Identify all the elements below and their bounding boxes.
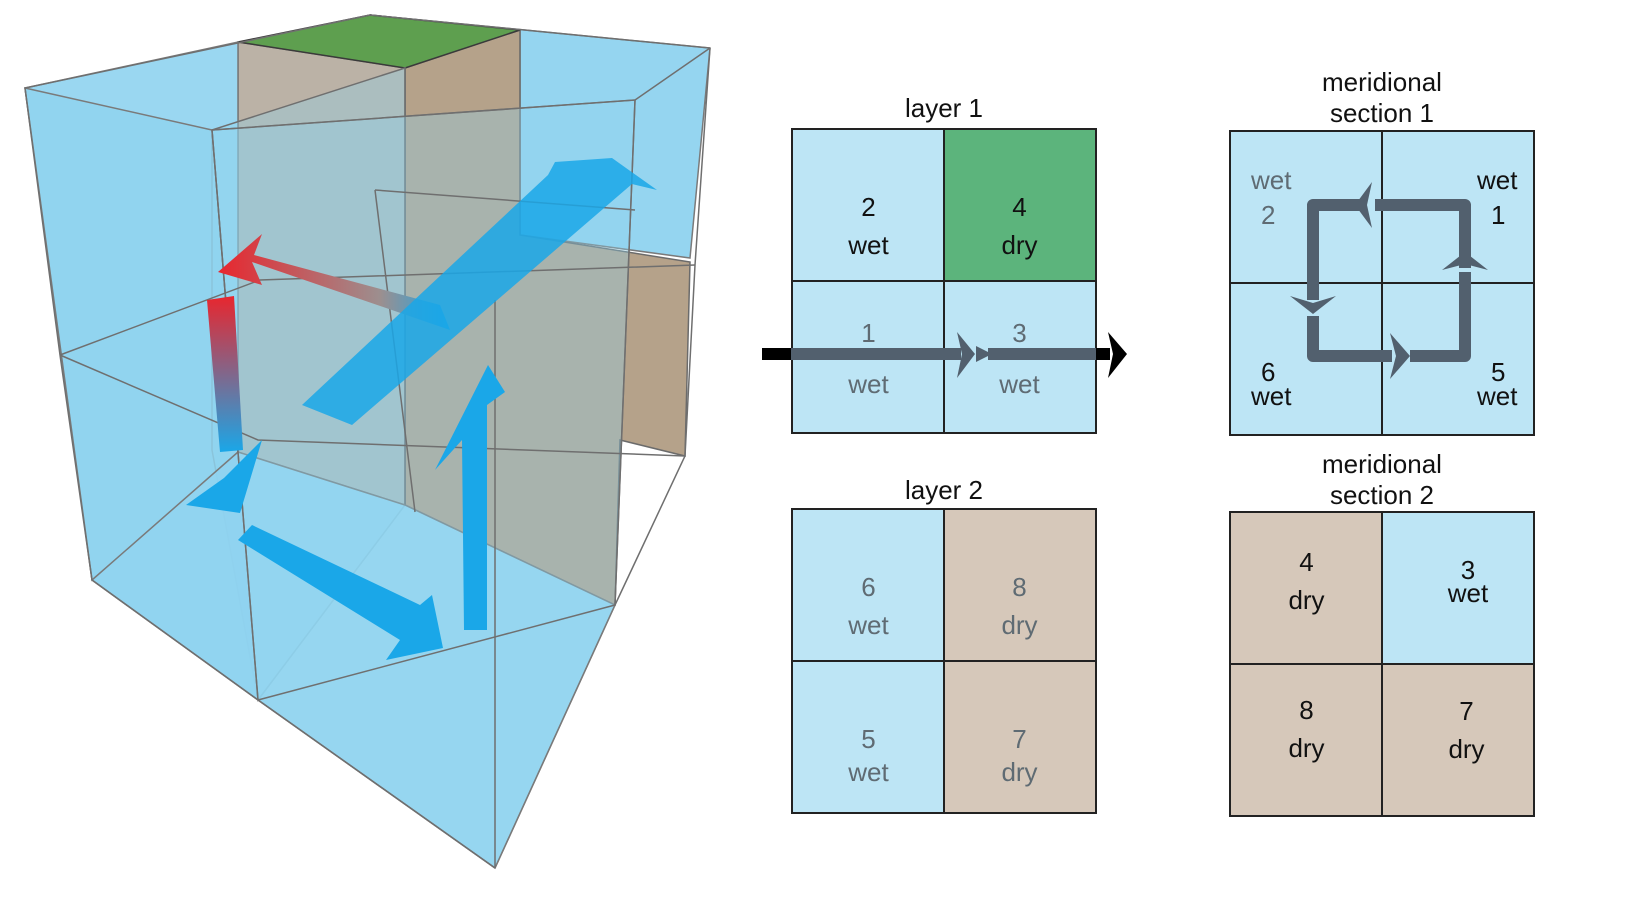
section2-cell-bottom-right-state: dry <box>1448 734 1485 764</box>
layer1-cell-top-right <box>944 130 1095 281</box>
layer1-flow-bar-left <box>791 348 961 360</box>
circ-arrow-head-top <box>1355 182 1372 228</box>
layer2-cell-top-left-num: 6 <box>861 572 876 602</box>
section2-title: meridional section 2 <box>1229 449 1535 511</box>
section2-cell-top-left-state: dry <box>1288 585 1325 615</box>
section1-cell-top-right-state: wet <box>1477 165 1518 195</box>
circ-arrow-head-left <box>1290 296 1336 314</box>
blue-flow-arrow-diagonal <box>302 158 657 425</box>
section2-cell-bottom-left-num: 8 <box>1299 695 1314 725</box>
circ-arrow-head-right <box>1442 252 1488 270</box>
section1-grid: wet 2 wet 1 6 wet 5 wet <box>1229 130 1535 436</box>
layer1-cell-top-left-state: wet <box>848 230 889 260</box>
layer1-cell-bottom-right-state: wet <box>999 369 1040 399</box>
layer1-flow-bar-right <box>988 348 1096 360</box>
layer2-cell-top-left-state: wet <box>848 610 889 640</box>
section1-cell-top-right-num: 1 <box>1491 200 1506 230</box>
red-flow-arrow-left <box>218 234 450 330</box>
section1-title-line1: meridional <box>1322 67 1442 97</box>
layer2-cell-top-right-state: dry <box>1001 610 1038 640</box>
layer2-cell-bottom-right-num: 7 <box>1012 724 1027 754</box>
blue-flow-arrow-down-head <box>186 440 262 513</box>
section1-title: meridional section 1 <box>1229 67 1535 129</box>
section1-cell-top-left-state: wet <box>1251 165 1292 195</box>
layer1-grid: 2 wet 4 dry 1 wet 3 wet <box>791 128 1097 434</box>
section1-cell-bottom-left-num: 6 <box>1261 357 1276 387</box>
layer1-cell-bottom-right-num: 3 <box>1012 318 1027 348</box>
section2-cell-bottom-right-num: 7 <box>1459 696 1474 726</box>
section2-grid: 4 dry 3 wet 8 dry 7 dry <box>1229 511 1535 817</box>
layer1-flow-arrow-head-mid <box>957 332 975 378</box>
blue-flow-arrow-up <box>435 365 505 630</box>
layer1-cell-top-right-num: 4 <box>1012 192 1027 222</box>
layer1-flow-arrow-head-end <box>1108 332 1127 378</box>
circ-left <box>1307 199 1365 300</box>
layer2-grid: 6 wet 8 dry 5 wet 7 dry <box>791 508 1097 814</box>
layer2-cell-top-right-num: 8 <box>1012 572 1027 602</box>
layer1-cell-bottom-left-num: 1 <box>861 318 876 348</box>
section1-cell-bottom-right-num: 5 <box>1491 357 1506 387</box>
layer2-title: layer 2 <box>904 475 984 505</box>
section2-cell-top-right <box>1382 513 1533 664</box>
layer1-cell-top-right-state: dry <box>1001 230 1038 260</box>
section2-title-line1: meridional <box>1322 449 1442 479</box>
section1-title-line2: section 1 <box>1329 98 1435 128</box>
layer1-cell-top-left-num: 2 <box>861 192 876 222</box>
layer2-cell-bottom-left-num: 5 <box>861 724 876 754</box>
section2-cell-top-right-num: 3 <box>1460 555 1476 585</box>
section1-cell-bottom-right-state: wet <box>1477 381 1518 411</box>
section2-cell-bottom-left-state: dry <box>1288 733 1325 763</box>
section2-title-line2: section 2 <box>1329 480 1435 510</box>
layer1-flow-tail-right <box>1096 348 1110 360</box>
layer2-cell-bottom-right-state: dry <box>1001 757 1038 787</box>
layer1-cell-bottom-left-state: wet <box>848 369 889 399</box>
section2-cell-top-left-num: 4 <box>1299 547 1314 577</box>
circ-top <box>1375 199 1471 268</box>
circ-bottom <box>1307 316 1392 362</box>
layer1-flow-tail <box>762 348 792 360</box>
section2-cell-top-right-state: wet <box>1447 578 1489 608</box>
section1-cell-bottom-left-state: wet <box>1251 381 1292 411</box>
cube-diagram <box>24 14 711 870</box>
layer2-cell-bottom-left-state: wet <box>848 757 889 787</box>
blue-flow-arrow-right <box>238 525 443 660</box>
layer1-flow-arrow-nub <box>976 346 992 362</box>
red-flow-arrow-up <box>207 296 243 452</box>
circ-arrow-head-bottom <box>1390 333 1410 379</box>
layer1-title: layer 1 <box>904 93 984 123</box>
circ-right <box>1410 272 1471 362</box>
cube-flow-arrows <box>186 158 657 660</box>
section1-cell-top-left-num: 2 <box>1261 200 1276 230</box>
